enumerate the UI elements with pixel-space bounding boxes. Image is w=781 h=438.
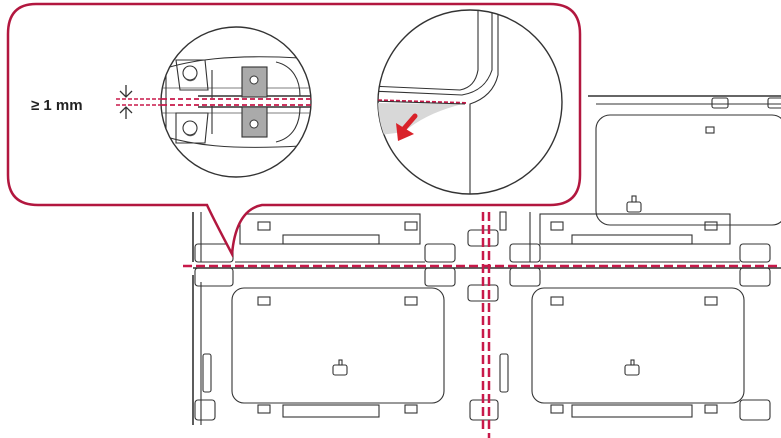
alignment-guides (183, 212, 781, 438)
display-panel-bottom-left (192, 275, 445, 425)
gap-detail-magnifier (160, 26, 312, 178)
corner-detail-magnifier (377, 9, 563, 195)
display-panel-bottom-right (499, 287, 745, 418)
gap-measurement-label: ≥ 1 mm (31, 97, 83, 114)
down-arrow-icon (396, 113, 418, 141)
display-panel-top-left (192, 212, 421, 262)
joint-brackets (193, 229, 781, 421)
display-panel-top-right (499, 211, 731, 262)
hanging-tab-icon (626, 195, 642, 213)
compress-arrows-icon (116, 85, 162, 119)
display-panel-back-right-top (588, 95, 781, 226)
